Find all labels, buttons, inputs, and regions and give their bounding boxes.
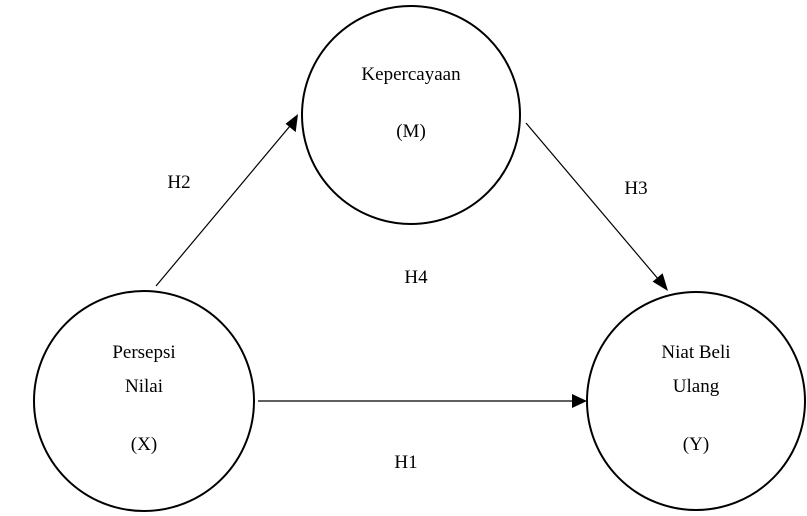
edge-h1-label: H1 xyxy=(394,452,417,473)
edge-h3 xyxy=(525,122,660,281)
edge-h3-label: H3 xyxy=(624,178,647,199)
node-dependent-code: (Y) xyxy=(683,434,709,455)
node-mediator-name: Kepercayaan xyxy=(361,64,461,85)
node-dependent-name-line1: Niat Beli xyxy=(661,342,730,363)
node-dependent-circle xyxy=(586,291,806,511)
node-mediator: Kepercayaan (M) xyxy=(301,5,521,225)
node-independent: Persepsi Nilai (X) xyxy=(33,290,255,512)
node-independent-name-line1: Persepsi xyxy=(112,342,175,363)
node-dependent: Niat Beli Ulang (Y) xyxy=(586,291,806,511)
node-independent-name-line2: Nilai xyxy=(125,376,163,397)
edge-h4-label: H4 xyxy=(404,267,428,288)
node-independent-code: (X) xyxy=(131,434,157,455)
edge-h2-label: H2 xyxy=(167,172,190,193)
edge-h2 xyxy=(155,125,291,287)
node-mediator-code: (M) xyxy=(396,121,426,142)
node-dependent-name-line2: Ulang xyxy=(673,376,720,397)
node-mediator-circle xyxy=(301,5,521,225)
edge-h2-arrowhead xyxy=(285,114,298,133)
edge-h3-arrowhead xyxy=(652,273,668,291)
edge-h1-arrowhead xyxy=(572,394,587,408)
node-independent-circle xyxy=(33,290,255,512)
